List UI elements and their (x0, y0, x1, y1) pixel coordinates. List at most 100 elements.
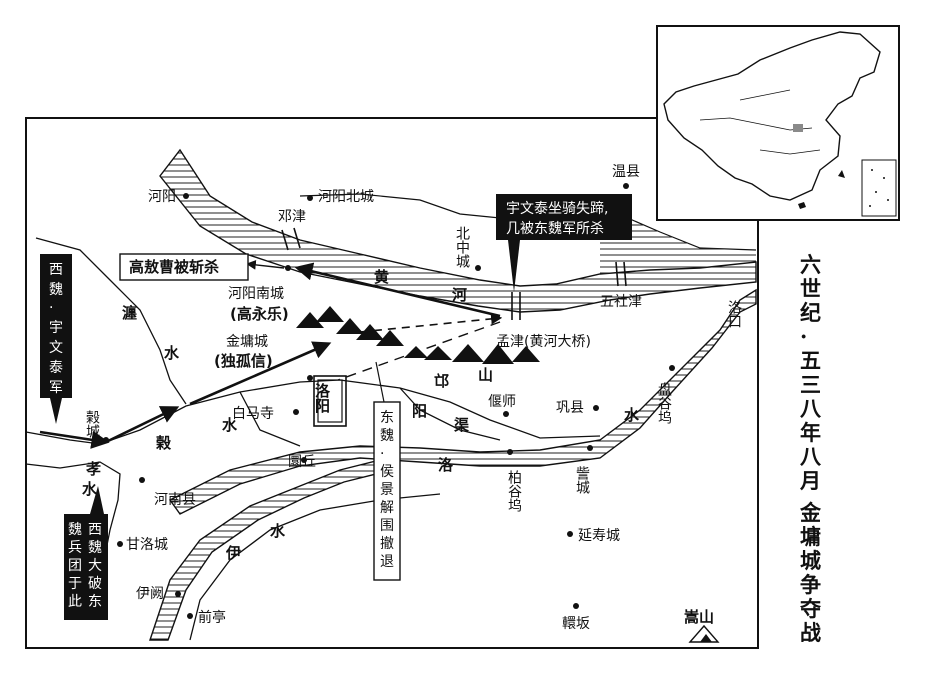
svg-text:几被东魏军所杀: 几被东魏军所杀 (506, 221, 604, 237)
label-huanqiu: 圜丘 (288, 454, 316, 470)
label-baimasi: 白马寺 (232, 406, 274, 422)
title-line2-char: 金 (799, 500, 822, 525)
svg-text:文: 文 (49, 340, 63, 356)
mang-mountains (296, 306, 540, 364)
title-line2-char: 城 (800, 548, 821, 573)
map-title: 六 世 纪 · 五 三 八 年 八 月 金 墉 城 争 夺 战 (799, 252, 822, 645)
callout-gao-aocao: 高敖曹被斩杀 (119, 253, 249, 281)
svg-text:于: 于 (68, 576, 82, 592)
title-line1-char: 纪 (800, 300, 821, 325)
svg-text:东: 东 (88, 594, 102, 610)
svg-text:团: 团 (68, 558, 82, 574)
river-labels: 黄 河 瀍 水 榖 水 孝 水 洛 水 伊 水 阳 渠 邙 山 (82, 268, 640, 562)
label-yique: 伊阙 (136, 586, 164, 602)
label-yi: 伊 (225, 544, 241, 562)
label-yang: 阳 (412, 402, 427, 420)
label-qu: 渠 (454, 416, 469, 434)
title-line1-char: 世 (800, 276, 821, 301)
title-line2-char: 夺 (799, 596, 822, 621)
place-labels: 河阳 河阳北城 邓津 温县 五社津 河阳南城 (高永乐) 金墉城 (独孤信) 孟… (126, 164, 714, 632)
title-line1-char: · (800, 324, 807, 349)
ferry-marks (281, 227, 627, 320)
title-line1-char: 五 (800, 348, 821, 373)
vertical-place-labels: 北中城 洛口 榖城 盘谷坞 柏谷坞 訾城 洛阳 (84, 226, 742, 512)
label-wushejin: 五社津 (600, 294, 642, 310)
label-gu-shui: 水 (222, 416, 238, 434)
svg-text:此: 此 (68, 594, 82, 610)
svg-text:魏: 魏 (380, 428, 394, 444)
label-zhaicheng: 訾城 (574, 466, 590, 495)
label-gucheng: 榖城 (84, 410, 100, 439)
svg-text:魏: 魏 (49, 282, 63, 298)
label-gao-yongle: (高永乐) (230, 305, 289, 323)
title-line1-char: 八 (800, 396, 822, 421)
svg-text:魏: 魏 (68, 522, 82, 538)
label-qianting: 前亭 (198, 609, 226, 626)
label-beizhongcheng: 北中城 (454, 226, 470, 269)
label-yanshi: 偃师 (488, 393, 516, 410)
label-heyang-north: 河阳北城 (318, 189, 374, 205)
title-line2-char: 墉 (800, 524, 821, 549)
location-dots (103, 183, 675, 619)
svg-text:·: · (49, 300, 53, 316)
callout-east-wei-withdraw: 东 魏 · 侯 景 解 围 撤 退 (373, 401, 401, 581)
label-mang: 邙 (434, 372, 449, 390)
label-mengjin: 孟津(黄河大桥) (496, 333, 591, 350)
svg-text:围: 围 (380, 518, 394, 534)
label-he: 河 (452, 286, 467, 304)
title-line1-char: 三 (800, 372, 821, 397)
yi-river (149, 459, 385, 641)
callout-west-wei-army: 西 魏 · 宇 文 泰 军 (40, 254, 72, 424)
svg-text:西: 西 (88, 522, 102, 538)
svg-text:·: · (380, 446, 384, 462)
svg-text:退: 退 (380, 554, 394, 570)
label-wenxian: 温县 (612, 164, 640, 180)
svg-text:高敖曹被斩杀: 高敖曹被斩杀 (129, 258, 219, 276)
title-line1-char: 年 (800, 420, 821, 445)
label-gongxian: 巩县 (556, 400, 584, 416)
label-xiao-shui: 水 (82, 480, 98, 498)
label-gu: 榖 (156, 434, 172, 452)
svg-text:泰: 泰 (49, 360, 63, 376)
title-line1-char: 八 (800, 444, 822, 469)
label-luo: 洛 (438, 456, 454, 474)
label-huanyuan: 轘坂 (562, 616, 590, 632)
title-line1-char: 月 (799, 468, 821, 493)
label-henanxian: 河南县 (154, 492, 196, 508)
title-line2-char: 争 (800, 572, 821, 597)
label-yi-shui: 水 (270, 522, 286, 540)
label-dengjin: 邓津 (278, 209, 306, 225)
shaanxi-highlight (793, 124, 803, 132)
svg-text:魏: 魏 (88, 540, 102, 556)
label-luokou: 洛口 (726, 300, 742, 328)
label-heyang-south: 河阳南城 (228, 286, 284, 302)
svg-text:东: 东 (380, 410, 394, 426)
svg-text:解: 解 (380, 500, 394, 516)
songshan-mountain (688, 624, 720, 643)
label-xiao: 孝 (85, 460, 101, 478)
svg-text:撤: 撤 (380, 536, 394, 552)
svg-text:侯: 侯 (380, 464, 394, 480)
label-panguwu: 盘谷坞 (656, 381, 672, 424)
label-chan-shui: 水 (164, 344, 180, 362)
label-songshan: 嵩山 (684, 608, 714, 626)
svg-text:破: 破 (88, 576, 102, 592)
svg-text:宇文泰坐骑失蹄,: 宇文泰坐骑失蹄, (506, 200, 608, 217)
svg-text:大: 大 (88, 558, 102, 574)
svg-text:西: 西 (49, 262, 63, 278)
svg-text:宇: 宇 (49, 320, 63, 336)
label-jinyong: 金墉城 (226, 334, 268, 350)
label-luo-shui: 水 (624, 406, 640, 424)
callout-yuwen-fall: 宇文泰坐骑失蹄, 几被东魏军所杀 (496, 194, 632, 292)
label-heyang: 河阳 (148, 189, 176, 205)
label-ganluocheng: 甘洛城 (126, 537, 168, 553)
inset-map (656, 25, 900, 221)
svg-text:兵: 兵 (68, 540, 82, 556)
title-line1-char: 六 (800, 252, 821, 277)
callout-west-wei-defeat: 西 魏 大 破 东 魏 兵 团 于 此 (64, 486, 108, 620)
label-luoyang: 洛阳 (313, 382, 331, 413)
label-yanshoucheng: 延寿城 (578, 527, 620, 544)
label-huang: 黄 (374, 268, 389, 286)
label-chan: 瀍 (122, 304, 137, 322)
label-shan: 山 (478, 366, 493, 384)
